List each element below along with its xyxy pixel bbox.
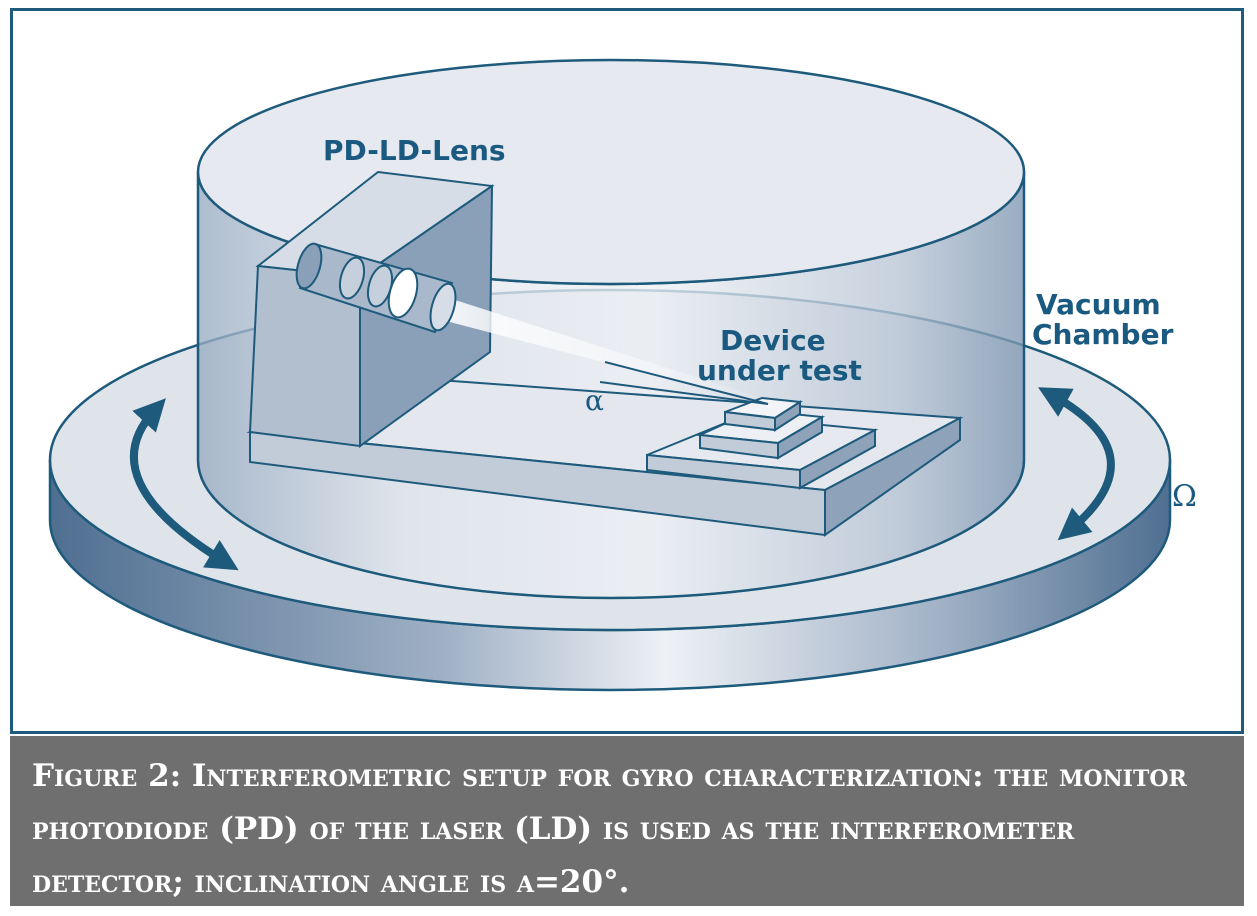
label-device-line1: Device — [720, 324, 826, 357]
label-vacuum-line1: Vacuum — [1036, 288, 1161, 321]
laser-beam — [430, 292, 755, 402]
inclination-angle-marker — [599, 361, 769, 405]
label-pd-ld-lens: PD-LD-Lens — [323, 134, 506, 167]
rotation-arrow-right — [1038, 387, 1115, 541]
label-device-line2: under test — [697, 354, 862, 387]
caption-line-3: detector; inclination angle is α=20°. — [32, 864, 630, 900]
device-under-test — [646, 396, 879, 490]
label-omega: Ω — [1172, 479, 1197, 514]
lens-tube — [295, 242, 457, 334]
label-alpha: α — [585, 384, 604, 417]
chamber-base-edge — [197, 459, 1025, 599]
label-vacuum-line2: Chamber — [1032, 318, 1174, 351]
rotation-arrow-left — [129, 398, 239, 571]
caption-line-2: photodiode (PD) of the laser (LD) is use… — [32, 811, 1075, 847]
setup-diagram: PD-LD-Lens Device under test Vacuum Cham… — [48, 58, 1197, 692]
caption-line-1: Figure 2: Interferometric setup for gyro… — [32, 758, 1187, 794]
figure-caption: Figure 2: Interferometric setup for gyro… — [10, 736, 1244, 906]
